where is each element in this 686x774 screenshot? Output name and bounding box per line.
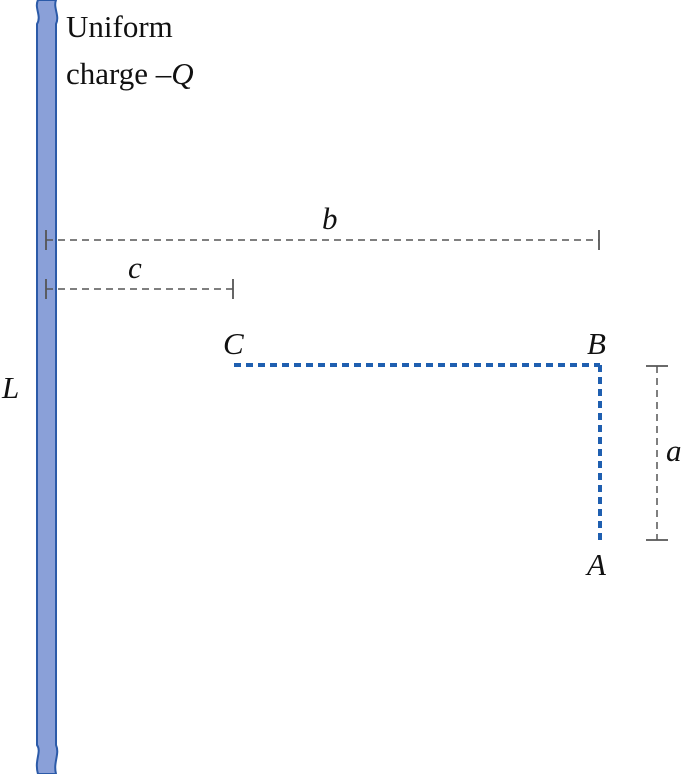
dimension-b-label: b [322, 201, 338, 236]
charge-prefix: charge – [66, 56, 172, 91]
point-b-label: B [587, 326, 606, 361]
dimension-b [45, 230, 600, 250]
rod-label-line2: charge –Q [66, 56, 194, 91]
dimension-a [646, 365, 668, 541]
charge-symbol: Q [171, 56, 193, 91]
dimension-c [45, 279, 234, 299]
rod-label-line1: Uniform [66, 9, 173, 44]
dimension-c-label: c [128, 250, 142, 285]
path-cba [234, 363, 602, 540]
charged-rod [35, 0, 59, 774]
point-a-label: A [585, 547, 607, 582]
rod-length-label: L [1, 370, 19, 405]
dimension-a-label: a [666, 433, 682, 468]
point-c-label: C [223, 326, 244, 361]
